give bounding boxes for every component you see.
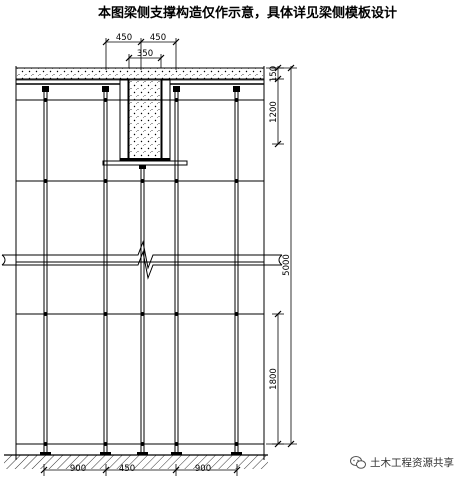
dim-total-height: 5000	[282, 254, 292, 276]
dim-slab-thickness: 150	[269, 66, 279, 82]
wechat-icon	[350, 456, 366, 469]
beam-formwork-left	[119, 79, 129, 161]
concrete-slab	[15, 67, 265, 80]
concrete-beam	[128, 78, 162, 160]
drawing-title: 本图梁侧支撑构造仅作示意，具体详见梁侧模板设计	[98, 6, 398, 21]
beam-bottom-transom	[102, 160, 188, 166]
top-adjustable-heads	[42, 86, 240, 169]
couplers	[43, 98, 239, 446]
dim-beam-width: 350	[137, 49, 153, 59]
ground-hatch	[4, 455, 268, 469]
dim-bottom-right: 900	[195, 464, 211, 474]
dim-bottom-left: 900	[70, 464, 86, 474]
dim-top-right: 450	[150, 33, 166, 43]
base-plates	[40, 452, 242, 455]
break-symbol	[1, 240, 283, 280]
vertical-standards	[15, 66, 265, 460]
dim-lower-step: 1800	[269, 368, 279, 390]
beam-formwork-right	[161, 79, 171, 161]
dim-top-left: 450	[116, 33, 132, 43]
watermark-text: 土木工程资源共享	[370, 457, 454, 469]
watermark: 土木工程资源共享	[350, 455, 454, 470]
dim-top-step: 1200	[269, 101, 279, 123]
dim-bottom-mid: 450	[119, 464, 135, 474]
dimension-ticks	[40, 38, 295, 474]
beam-bottom-form	[120, 158, 170, 161]
